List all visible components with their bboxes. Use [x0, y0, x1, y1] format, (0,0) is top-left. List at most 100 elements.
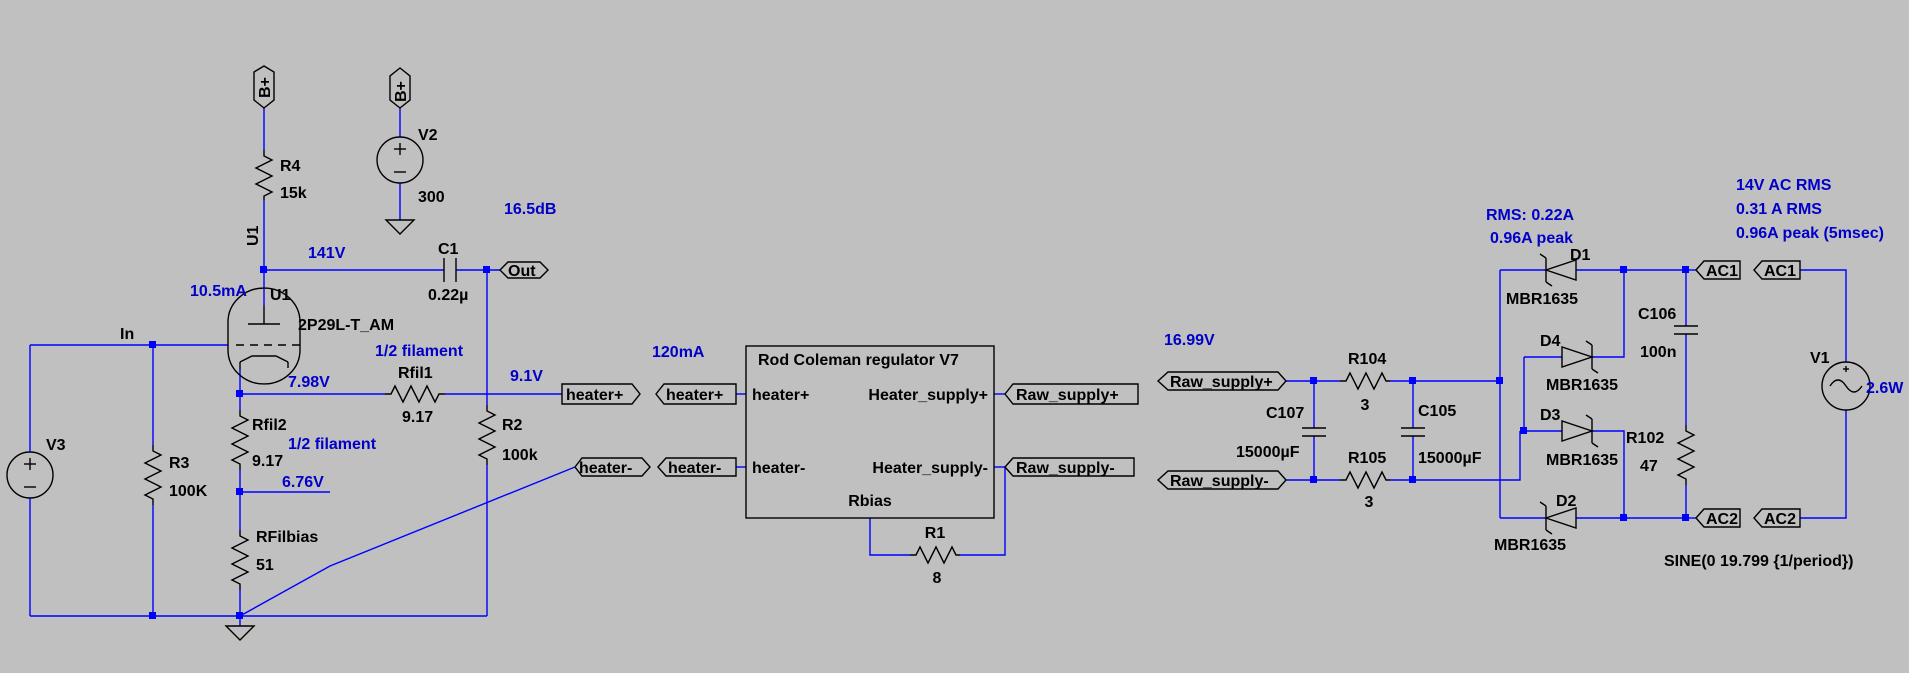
c107-symbol — [1302, 427, 1326, 437]
u1-side-label: U1 — [245, 225, 262, 246]
r102-name: R102 — [1626, 430, 1664, 447]
heater-plus-label-1: heater+ — [566, 387, 623, 404]
component-labels: R4 15k V2 300 U1 C1 0.22µ U1 2P29L-T_AM … — [46, 127, 1904, 587]
r105-name: R105 — [1348, 450, 1386, 467]
d1-model: MBR1635 — [1506, 291, 1578, 308]
r102-symbol — [1676, 425, 1696, 485]
ground-icon — [384, 219, 416, 235]
c1-name: C1 — [438, 241, 459, 258]
c106-symbol — [1674, 325, 1698, 335]
in-label: In — [120, 326, 134, 343]
rfil2-value: 9.17 — [252, 453, 283, 470]
r1-value: 8 — [933, 570, 942, 587]
r3-name: R3 — [169, 455, 190, 472]
raw-supply-minus-flag-1 — [1004, 457, 1135, 477]
raw-supply-plus-flag-2 — [1156, 371, 1287, 391]
c1-value: 0.22µ — [428, 287, 468, 304]
raw-voltage-annotation: 16.99V — [1164, 332, 1215, 349]
junctions — [149, 266, 1689, 619]
resistors — [143, 150, 1696, 590]
ac1-label-2: AC1 — [1764, 263, 1796, 280]
c105-name: C105 — [1418, 403, 1456, 420]
d4-name: D4 — [1540, 333, 1561, 350]
r104-value: 3 — [1361, 397, 1370, 414]
d2-model: MBR1635 — [1494, 537, 1566, 554]
measurement-annotations: 16.5dB 141V 10.5mA 1/2 filament 1/2 fila… — [190, 177, 1884, 491]
v2-symbol — [376, 136, 424, 184]
rfil2-name: Rfil2 — [252, 417, 287, 434]
bplus-label-1: B+ — [257, 77, 274, 98]
r2-value: 100k — [502, 447, 538, 464]
r3-symbol — [143, 445, 163, 505]
plate-current-annotation: 10.5mA — [190, 283, 247, 300]
rfil2-symbol — [230, 410, 250, 470]
bplus-flag-1 — [253, 65, 275, 109]
rfilbias-name: RFilbias — [256, 529, 318, 546]
raw-supply-plus-label-2: Raw_supply+ — [1170, 374, 1273, 391]
c106-name: C106 — [1638, 306, 1676, 323]
diode-rms-annotation: RMS: 0.22A — [1486, 207, 1574, 224]
d4-model: MBR1635 — [1546, 377, 1618, 394]
ac1-flag-2 — [1753, 260, 1801, 280]
d2-symbol — [1539, 501, 1577, 535]
ac-current-annotation: 0.31 A RMS — [1736, 201, 1822, 218]
d3-name: D3 — [1540, 407, 1561, 424]
v2-name: V2 — [418, 127, 438, 144]
d1-name: D1 — [1570, 247, 1591, 264]
v2-value: 300 — [418, 189, 445, 206]
heater-plus-flag-2 — [655, 383, 737, 405]
heater-voltage-annotation: 9.1V — [510, 368, 543, 385]
regulator-block — [745, 345, 995, 519]
fil-bias-voltage-annotation: 6.76V — [282, 474, 324, 491]
flag-labels: B+ B+ Out heater+ heater+ heater- heater… — [120, 77, 1796, 528]
r1-symbol — [910, 545, 960, 565]
d2-name: D2 — [1556, 493, 1577, 510]
ac1-label-1: AC1 — [1706, 263, 1738, 280]
rfilbias-value: 51 — [256, 557, 274, 574]
c106-value: 100n — [1640, 344, 1676, 361]
ground-icon — [224, 625, 256, 641]
v1-spec: SINE(0 19.799 {1/period}) — [1664, 553, 1853, 570]
bplus-label-2: B+ — [393, 81, 410, 102]
ac-voltage-annotation: 14V AC RMS — [1736, 177, 1832, 194]
r3-value: 100K — [169, 483, 208, 500]
d3-symbol — [1561, 414, 1599, 448]
ac2-flag-2 — [1753, 508, 1801, 528]
v1-power: 2.6W — [1866, 380, 1904, 397]
ac1-flag-1 — [1695, 260, 1741, 280]
ac2-label-1: AC2 — [1706, 511, 1738, 528]
r1-name: R1 — [925, 525, 946, 542]
triode-u1-symbol — [227, 287, 301, 385]
rfil1-name: Rfil1 — [398, 365, 433, 382]
heater-plus-flag-1 — [561, 383, 641, 405]
heater-minus-label-1: heater- — [579, 460, 632, 477]
fil-top-voltage-annotation: 7.98V — [288, 374, 330, 391]
out-flag — [499, 261, 549, 279]
ac-peak-annotation: 0.96A peak (5msec) — [1736, 225, 1884, 242]
r102-value: 47 — [1640, 458, 1658, 475]
v3-name: V3 — [46, 437, 66, 454]
r105-value: 3 — [1365, 494, 1374, 511]
c107-name: C107 — [1266, 405, 1304, 422]
raw-supply-plus-flag-1 — [1004, 383, 1139, 405]
voltage-sources — [6, 136, 1871, 505]
c107-value: 15000µF — [1236, 444, 1300, 461]
v3-symbol — [6, 445, 54, 505]
heater-minus-flag-1 — [574, 457, 651, 477]
heater-current-annotation: 120mA — [652, 344, 705, 361]
heater-minus-label-2: heater- — [668, 460, 721, 477]
r2-name: R2 — [502, 417, 523, 434]
rfil1-symbol — [385, 384, 445, 404]
regulator-pin-supply-minus: Heater_supply- — [872, 460, 988, 477]
r4-symbol — [254, 150, 274, 200]
u1-name: U1 — [270, 287, 291, 304]
r105-symbol — [1340, 470, 1390, 490]
wires — [29, 108, 1847, 626]
r2-symbol — [477, 405, 497, 465]
plate-voltage-annotation: 141V — [308, 245, 346, 262]
net-flags — [253, 65, 1801, 528]
r104-name: R104 — [1348, 351, 1386, 368]
rfil1-value: 9.17 — [402, 409, 433, 426]
heater-minus-flag-2 — [657, 457, 737, 477]
diodes — [1539, 253, 1599, 535]
